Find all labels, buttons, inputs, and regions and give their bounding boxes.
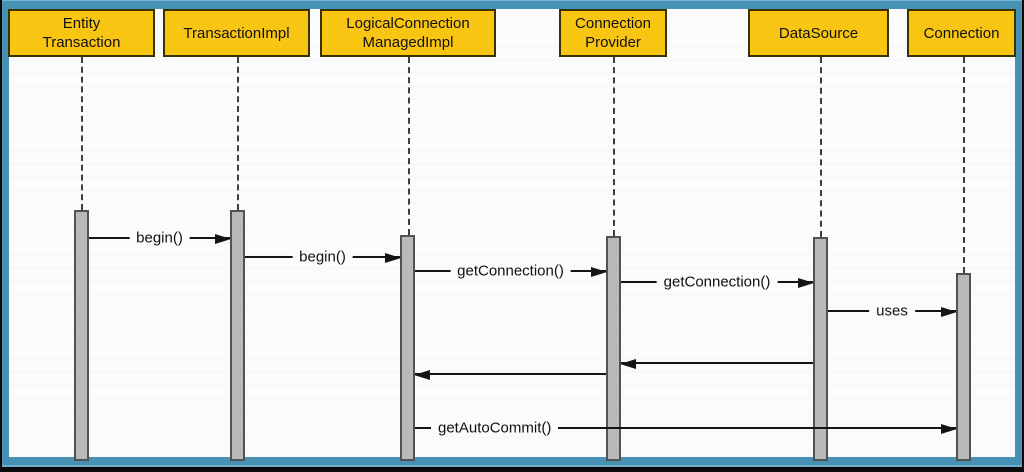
lifeline-transaction-impl <box>237 57 239 210</box>
arrowhead-left-icon <box>620 359 636 369</box>
message-begin-1-label: begin() <box>129 229 190 247</box>
arrowhead-right-icon <box>798 278 814 288</box>
actor-box-logical-connection-managed-impl: LogicalConnection ManagedImpl <box>320 9 496 57</box>
actor-label: Transaction <box>42 34 121 51</box>
lifeline-logical-connection-managed-impl <box>408 57 410 235</box>
message-get-connection-2: getConnection() <box>621 273 814 291</box>
lifeline-entity-transaction <box>81 57 83 210</box>
message-return-provider-to-logical-connection <box>414 370 606 380</box>
activation-bar-logical-connection-managed-impl <box>400 235 415 461</box>
arrowhead-right-icon <box>215 234 231 244</box>
activation-bar-data-source <box>813 237 828 461</box>
message-begin-2: begin() <box>245 248 401 266</box>
actor-label: DataSource <box>778 24 859 42</box>
actor-label: LogicalConnection <box>346 15 470 32</box>
message-begin-1: begin() <box>89 229 231 247</box>
activation-bar-connection <box>956 273 971 461</box>
actor-label: Connection <box>575 15 651 32</box>
actor-box-entity-transaction: Entity Transaction <box>8 9 155 57</box>
lifeline-data-source <box>820 57 822 237</box>
message-return-datasource-to-provider <box>620 359 813 369</box>
message-get-connection-1-label: getConnection() <box>450 262 571 280</box>
message-get-auto-commit: getAutoCommit() <box>415 419 957 437</box>
actor-label: Provider <box>585 34 641 51</box>
lifeline-connection <box>963 57 965 273</box>
arrowhead-right-icon <box>941 424 957 434</box>
message-uses: uses <box>828 302 957 320</box>
arrowhead-left-icon <box>414 370 430 380</box>
actor-label: TransactionImpl <box>183 24 290 42</box>
arrowhead-right-icon <box>941 307 957 317</box>
actor-box-connection-provider: Connection Provider <box>559 9 667 57</box>
activation-bar-entity-transaction <box>74 210 89 461</box>
message-begin-2-label: begin() <box>292 248 353 266</box>
lifeline-connection-provider <box>613 57 615 236</box>
actor-box-data-source: DataSource <box>748 9 889 57</box>
message-get-connection-2-label: getConnection() <box>656 273 778 291</box>
actor-box-connection: Connection <box>907 9 1016 57</box>
arrowhead-right-icon <box>385 253 401 263</box>
actor-label: ManagedImpl <box>362 34 454 51</box>
activation-bar-connection-provider <box>606 236 621 461</box>
arrowhead-right-icon <box>591 267 607 277</box>
message-get-connection-1: getConnection() <box>415 262 607 280</box>
activation-bar-transaction-impl <box>230 210 245 461</box>
actor-label: Connection <box>923 24 1000 42</box>
actor-box-transaction-impl: TransactionImpl <box>163 9 310 57</box>
actor-label: Entity <box>62 15 101 32</box>
message-get-auto-commit-label: getAutoCommit() <box>431 419 559 437</box>
message-uses-label: uses <box>869 302 915 320</box>
